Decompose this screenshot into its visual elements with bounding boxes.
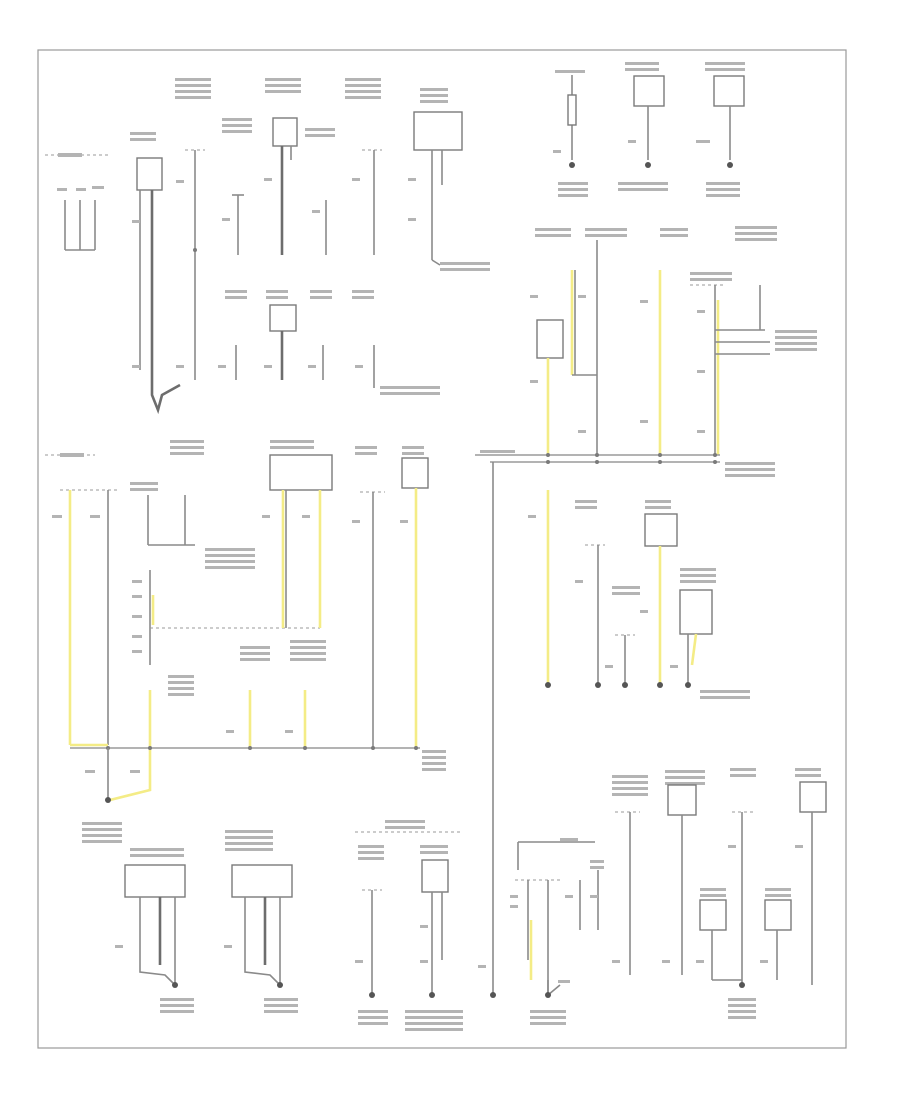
- section-label-text: [58, 153, 82, 157]
- lower-left-section: [45, 440, 446, 803]
- middle-drop-row: [218, 290, 440, 395]
- right-middle-cluster: [528, 490, 750, 699]
- top-right-section: [475, 62, 817, 998]
- top-right-grounds: [553, 62, 745, 197]
- bottom-right-section: [478, 768, 827, 1025]
- left-connector-group: [57, 186, 104, 251]
- module-a: [130, 132, 181, 415]
- bottom-left-section: [82, 820, 463, 1031]
- wire-col-b: [176, 149, 205, 380]
- top-left-section: [45, 78, 490, 415]
- right-ground-bus: [475, 450, 775, 998]
- diagram-border: [37, 49, 847, 1049]
- right-upper-cluster: [530, 226, 817, 455]
- top-module-row: [175, 78, 490, 271]
